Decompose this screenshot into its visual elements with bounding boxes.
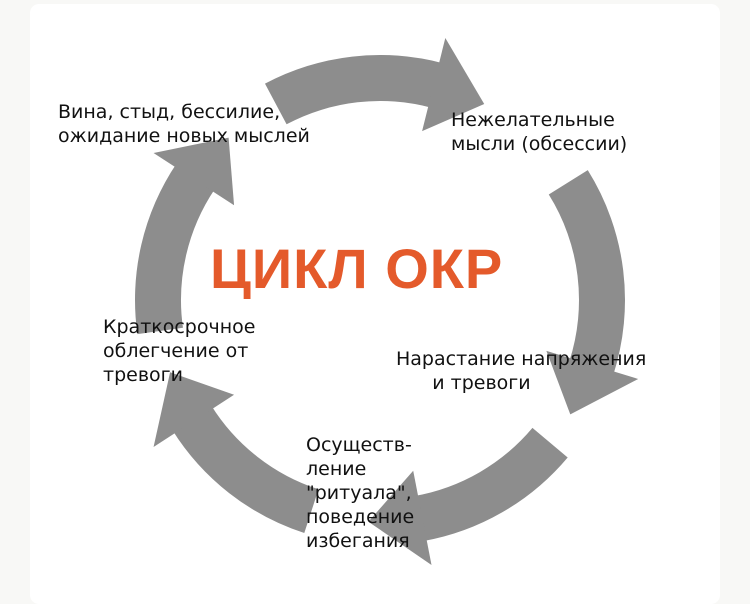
arrow-body <box>548 170 625 376</box>
arrow-body <box>264 55 444 125</box>
arrow-to-guilt <box>135 137 235 335</box>
arrow-head-icon <box>546 350 639 415</box>
diagram-title: ЦИКЛ ОКР <box>210 237 504 300</box>
arrow-head-icon <box>422 38 485 132</box>
stage-anxiety: Нарастание напряжения и тревоги <box>396 348 647 394</box>
stage-guilt: Вина, стыд, бессилие, ожидание новых мыс… <box>58 101 310 147</box>
arrow-head-icon <box>368 470 432 566</box>
arrow-head-icon <box>153 372 235 448</box>
cycle-arrows <box>135 38 639 566</box>
arrow-body <box>172 405 319 534</box>
arrow-body <box>135 162 216 335</box>
arrow-body <box>414 427 568 542</box>
stage-relief: Краткосрочное облегчение от тревоги <box>103 316 256 386</box>
stage-ritual: Осуществ- ление "ритуала", поведение изб… <box>306 434 415 552</box>
arrow-to-obsessions <box>264 38 485 132</box>
arrow-to-anxiety <box>546 170 639 415</box>
stage-obsessions: Нежелательные мысли (обсессии) <box>451 109 628 155</box>
arrow-to-relief <box>153 372 319 534</box>
arrow-head-icon <box>153 137 235 206</box>
arrow-to-ritual <box>368 427 568 566</box>
